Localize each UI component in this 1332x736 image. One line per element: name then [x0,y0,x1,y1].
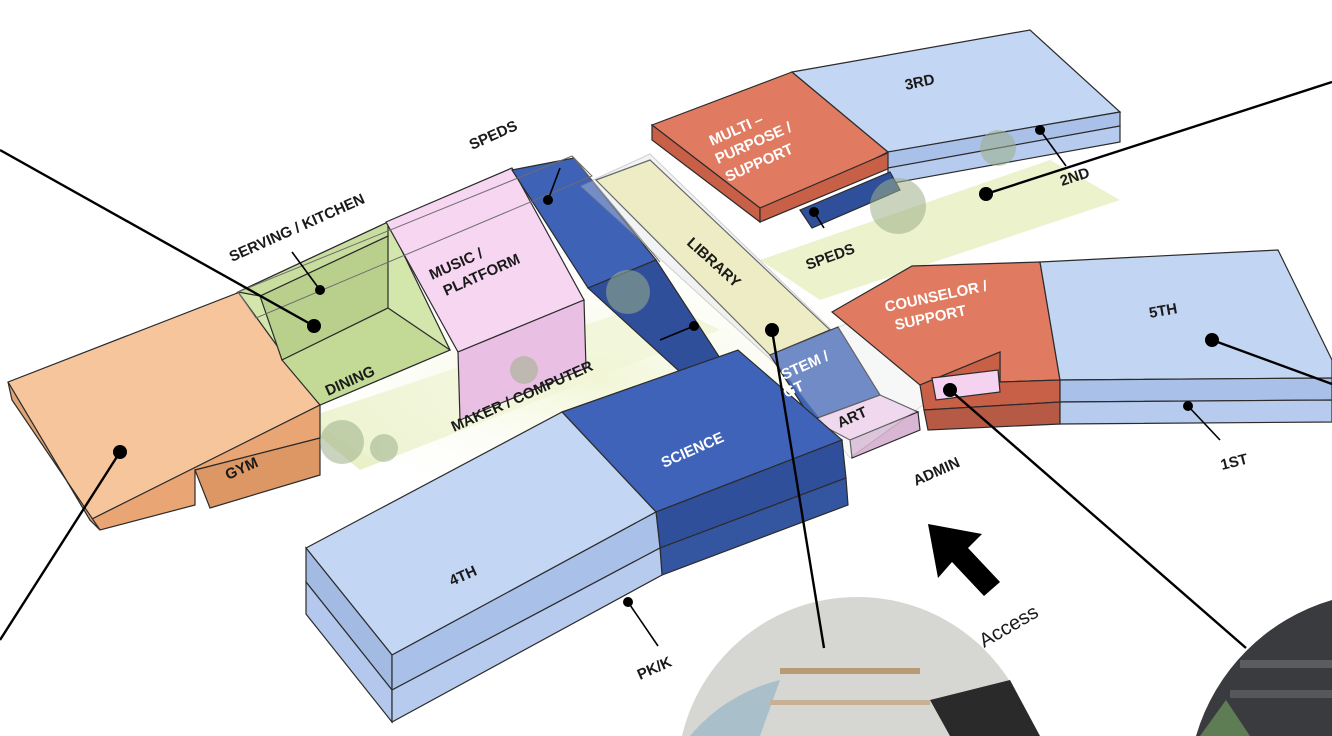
label-admin: ADMIN [911,454,963,490]
label-speds-left: SPEDS [467,117,520,153]
label-first: 1ST [1219,451,1250,474]
label-pkk: PK/K [635,653,675,683]
photo-vignette-admin [1196,600,1332,736]
fifth-grade-block [1040,250,1332,424]
photo-vignette-library [682,597,1040,736]
access-arrow-icon [928,524,1000,596]
label-access: Access [976,601,1043,652]
